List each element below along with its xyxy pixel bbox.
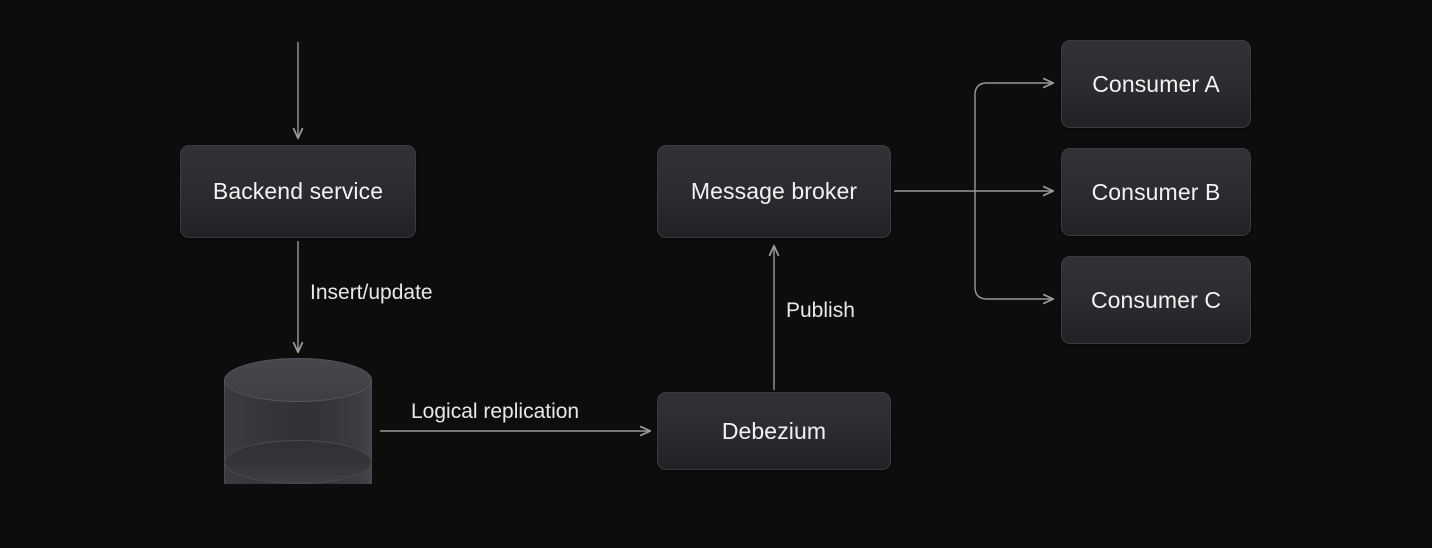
edge-label-insert-update: Insert/update bbox=[310, 281, 433, 304]
edge-broker-consumer-c bbox=[974, 191, 1053, 299]
edge-label-logical-replication: Logical replication bbox=[411, 400, 580, 423]
node-consumer-b[interactable]: Consumer B bbox=[1061, 148, 1251, 236]
node-backend-service[interactable]: Backend service bbox=[180, 145, 416, 238]
edge-broker-consumer-a bbox=[974, 83, 1053, 191]
node-database[interactable] bbox=[224, 358, 374, 506]
node-debezium[interactable]: Debezium bbox=[657, 392, 891, 470]
node-debezium-label: Debezium bbox=[721, 417, 827, 444]
edge-label-publish: Publish bbox=[786, 299, 855, 322]
node-consumer-a-label: Consumer A bbox=[1092, 70, 1220, 97]
node-consumer-c-label: Consumer C bbox=[1090, 286, 1222, 313]
node-message-broker-label: Message broker bbox=[690, 178, 858, 204]
database-cylinder-top bbox=[224, 358, 372, 402]
node-consumer-b-label: Consumer B bbox=[1091, 178, 1221, 205]
database-cylinder-bottom bbox=[224, 440, 372, 484]
node-message-broker[interactable]: Message broker bbox=[657, 145, 891, 238]
node-backend-service-label: Backend service bbox=[212, 178, 384, 204]
node-consumer-c[interactable]: Consumer C bbox=[1061, 256, 1251, 344]
node-consumer-a[interactable]: Consumer A bbox=[1061, 40, 1251, 128]
